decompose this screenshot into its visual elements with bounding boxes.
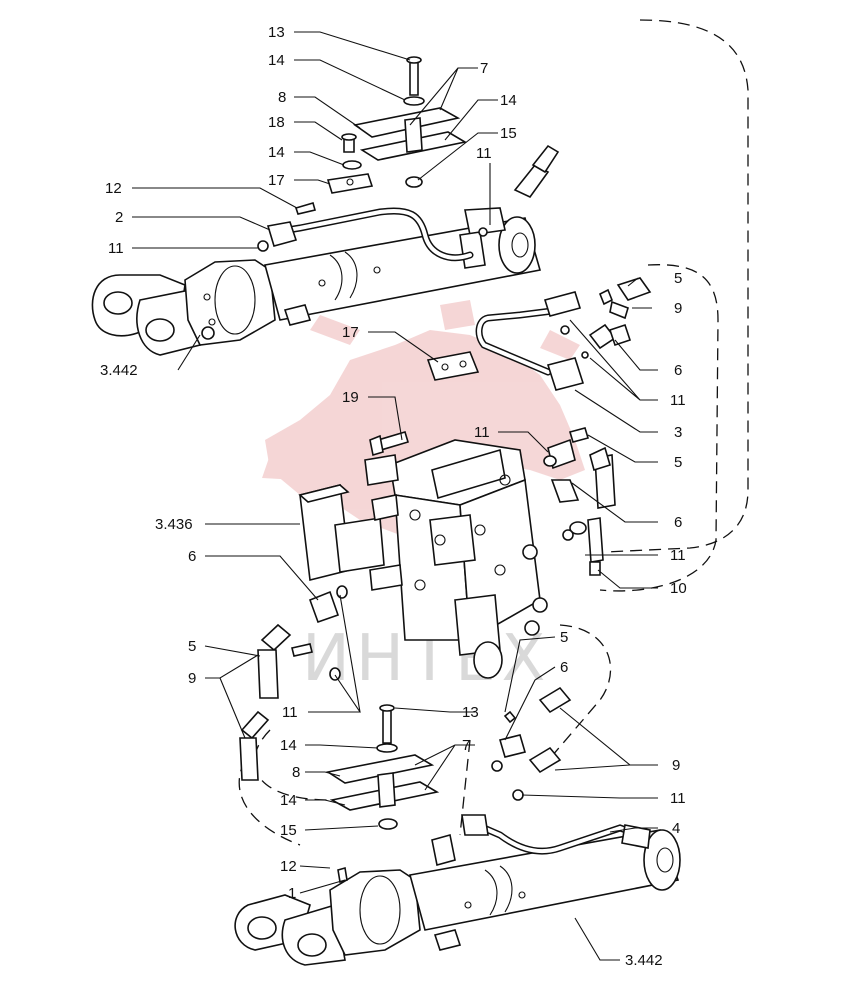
callout-5-right-mid: 5 xyxy=(674,454,682,471)
callout-14-lower-b: 14 xyxy=(280,792,297,809)
callout-3436: 3.436 xyxy=(155,516,193,533)
callout-labels: 13 14 7 8 14 18 15 14 11 17 12 2 11 5 9 … xyxy=(100,24,687,969)
callout-14-right: 14 xyxy=(500,92,517,109)
callout-13-lower: 13 xyxy=(462,704,479,721)
callout-11-center: 11 xyxy=(474,424,490,441)
callout-14-mid: 14 xyxy=(268,144,285,161)
callout-6-right-mid: 6 xyxy=(674,514,682,531)
callout-17-top: 17 xyxy=(268,172,285,189)
callout-12-top: 12 xyxy=(105,180,122,197)
callout-15-top: 15 xyxy=(500,125,517,142)
dashed-routing-lines xyxy=(238,19,749,846)
upper-bracket-assembly xyxy=(294,56,468,215)
callout-7-lower: 7 xyxy=(462,737,470,754)
watermark-logo: ИНТЕХ xyxy=(262,300,585,696)
leader-lines xyxy=(132,31,658,961)
callout-11-right-a: 11 xyxy=(670,392,686,409)
callout-8-top: 8 xyxy=(278,89,286,106)
callout-15-lower: 15 xyxy=(280,822,297,839)
callout-14-top: 14 xyxy=(268,52,285,69)
bolt-19 xyxy=(369,431,409,457)
callout-7-top: 7 xyxy=(480,60,488,77)
callout-6-center: 6 xyxy=(560,659,568,676)
callout-6-left: 6 xyxy=(188,548,196,565)
upper-hydraulic-cylinder xyxy=(91,207,542,356)
callout-11-lower-left: 11 xyxy=(282,704,298,721)
callout-3442-top: 3.442 xyxy=(100,362,138,379)
callout-14-lower-a: 14 xyxy=(280,737,297,754)
callout-11-lower-right: 11 xyxy=(670,790,686,807)
right-valve-fittings xyxy=(543,427,616,576)
callout-17-mid: 17 xyxy=(342,324,359,341)
callout-13-top: 13 xyxy=(268,24,285,41)
callout-18: 18 xyxy=(268,114,285,131)
left-valve-fittings xyxy=(239,585,348,781)
callout-2: 2 xyxy=(115,209,123,226)
pipe-3 xyxy=(475,291,589,391)
callout-11-top: 11 xyxy=(476,145,492,162)
callout-12-lower: 12 xyxy=(280,858,297,875)
callout-3442-lower: 3.442 xyxy=(625,952,663,969)
callout-8-lower: 8 xyxy=(292,764,300,781)
callout-3: 3 xyxy=(674,424,682,441)
clamp-17 xyxy=(426,351,480,381)
callout-5-center: 5 xyxy=(560,629,568,646)
callout-11-left: 11 xyxy=(108,240,124,257)
callout-9-left: 9 xyxy=(188,670,196,687)
callout-11-right-b: 11 xyxy=(670,547,686,564)
callout-5-right-top: 5 xyxy=(674,270,682,287)
callout-6-right-top: 6 xyxy=(674,362,682,379)
callout-9-right-top: 9 xyxy=(674,300,682,317)
callout-10: 10 xyxy=(670,580,687,597)
lower-hydraulic-cylinder xyxy=(234,814,681,966)
callout-9-lower-right: 9 xyxy=(672,757,680,774)
callout-19: 19 xyxy=(342,389,359,406)
lower-bracket-assembly xyxy=(325,704,440,830)
control-valve-block xyxy=(298,439,548,679)
callout-1: 1 xyxy=(288,885,296,902)
lower-right-fittings xyxy=(491,686,572,801)
callout-4: 4 xyxy=(672,820,680,837)
callout-5-left: 5 xyxy=(188,638,196,655)
